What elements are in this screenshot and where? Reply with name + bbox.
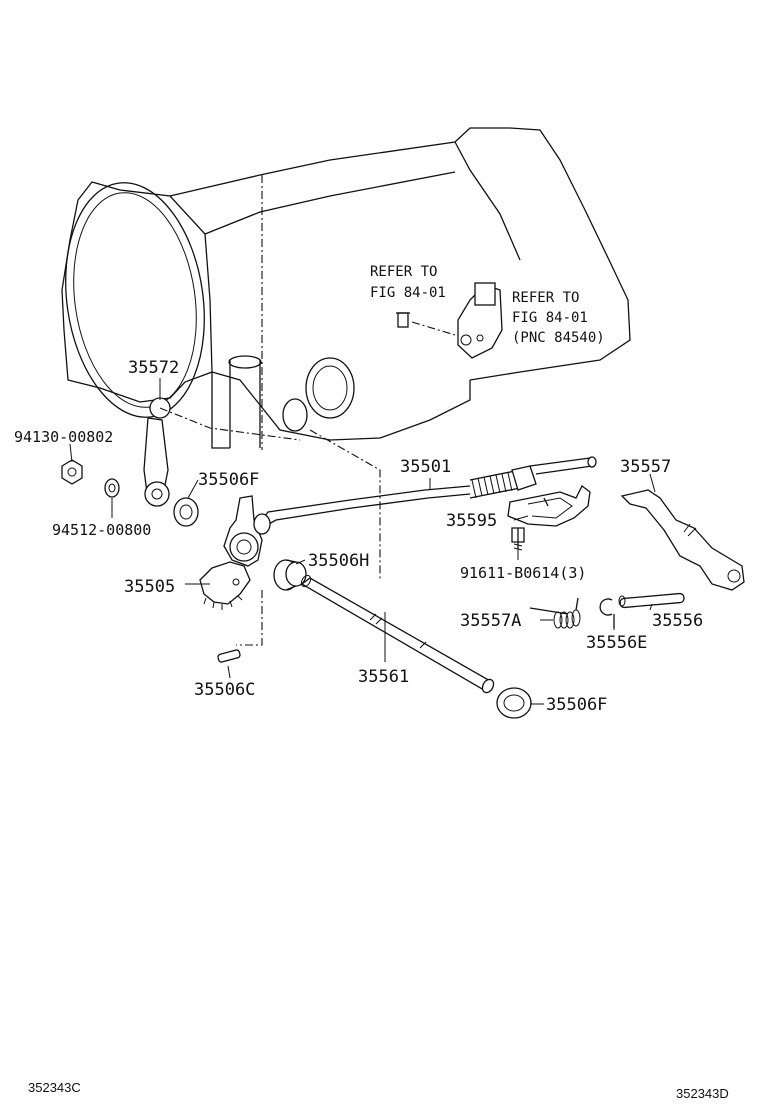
label-35572: 35572 (128, 358, 179, 378)
image-code-left: 352343C (28, 1080, 81, 1095)
transmission-housing (61, 127, 631, 580)
label-35595: 35595 (446, 511, 497, 531)
label-35506C: 35506C (194, 680, 255, 700)
label-94512-00800: 94512-00800 (52, 521, 151, 539)
refer-right-line3: (PNC 84540) (512, 330, 605, 346)
manual-valve-lever-35505 (199, 495, 263, 646)
label-35501: 35501 (400, 457, 451, 477)
parking-rod-35501 (253, 456, 597, 535)
neutral-switch-sensor (396, 282, 503, 359)
label-35561: 35561 (358, 667, 409, 687)
leader-lines (69, 378, 656, 705)
manual-shaft-35561 (300, 574, 495, 694)
bracket-35595 (507, 485, 591, 527)
label-35506H: 35506H (308, 551, 369, 571)
bolt-91611 (511, 527, 525, 551)
label-91611-B0614: 91611-B0614(3) (460, 564, 586, 582)
detent-lever-assy (143, 397, 301, 507)
spring-35557A (529, 597, 581, 629)
washer-94512 (104, 478, 120, 498)
label-35506F-top: 35506F (198, 470, 259, 490)
label-35556E: 35556E (586, 633, 647, 653)
part-labels: 35572 94130-00802 35506F 94512-00800 355… (14, 358, 703, 715)
pin-35506C (217, 649, 241, 663)
oil-seal-35506F-top (173, 497, 199, 527)
sensor-bolt (396, 312, 410, 328)
refer-right: REFER TO FIG 84-01 (PNC 84540) (512, 290, 605, 346)
nut-94130 (61, 459, 83, 485)
refer-left: REFER TO FIG 84-01 (370, 264, 446, 301)
label-94130-00802: 94130-00802 (14, 428, 113, 446)
spacer-35506H (273, 559, 307, 591)
label-35506F-bottom: 35506F (546, 695, 607, 715)
label-35556: 35556 (652, 611, 703, 631)
e-ring-35556E (599, 598, 615, 628)
label-35505: 35505 (124, 577, 175, 597)
parking-pawl-35557 (620, 489, 745, 591)
pin-35556 (618, 592, 685, 609)
oil-seal-35506F-bottom (496, 687, 532, 719)
refer-left-line2: FIG 84-01 (370, 285, 446, 301)
label-35557A: 35557A (460, 611, 521, 631)
refer-left-line1: REFER TO (370, 264, 437, 280)
refer-right-line1: REFER TO (512, 290, 579, 306)
label-35557: 35557 (620, 457, 671, 477)
image-code-right: 352343D (676, 1086, 729, 1101)
refer-right-line2: FIG 84-01 (512, 310, 588, 326)
